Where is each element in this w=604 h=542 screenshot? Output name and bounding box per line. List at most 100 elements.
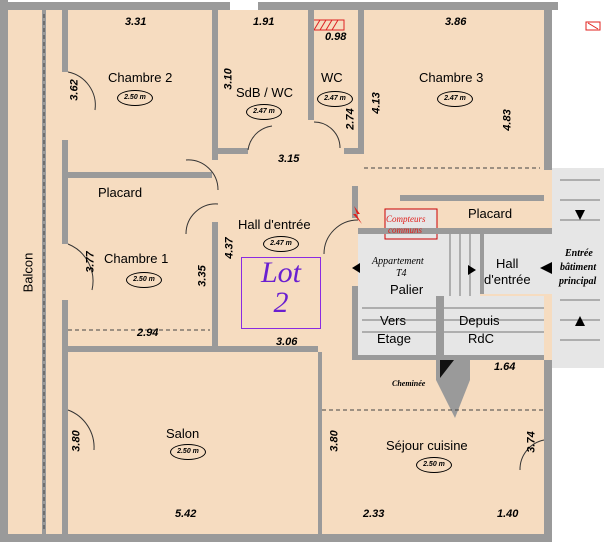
wall: [258, 2, 558, 10]
door-chambre1: [185, 203, 219, 235]
dim-380a: 3.80: [70, 430, 83, 452]
wall: [62, 10, 68, 72]
wall: [0, 0, 8, 542]
main-entrance-area: [552, 168, 604, 368]
ceiling-chambre1: 2.50 m: [126, 272, 162, 288]
door-hall-left: [185, 159, 219, 191]
dim-310: 3.10: [222, 68, 235, 90]
chimney: [436, 360, 470, 418]
dim-386: 3.86: [445, 16, 467, 28]
dim-191: 1.91: [253, 16, 275, 28]
door-sejour: [519, 439, 545, 471]
ceiling-salon: 2.50 m: [170, 444, 206, 460]
dim-542: 5.42: [175, 508, 197, 520]
wall: [436, 296, 444, 356]
room-chambre2: Chambre 2: [108, 70, 173, 85]
door-entry: [323, 219, 359, 255]
ceiling-sdb: 2.47 m: [246, 104, 282, 120]
room-sdb: SdB / WC: [236, 85, 294, 100]
ceiling-sejour: 2.50 m: [416, 457, 452, 473]
wall: [62, 346, 318, 352]
ceiling-hall: 2.47 m: [263, 236, 299, 252]
apt-line1: Appartement: [372, 256, 424, 267]
ceiling-wc: 2.47 m: [317, 91, 353, 107]
stair-treads: [362, 179, 600, 341]
room-wc: WC: [321, 70, 343, 85]
wall: [42, 10, 46, 534]
dim-380b: 3.80: [328, 430, 341, 452]
wall: [0, 534, 552, 542]
room-placard-right: Placard: [468, 206, 513, 221]
room-salon: Salon: [166, 426, 200, 441]
dim-362: 3.62: [68, 79, 81, 101]
lot-line2: 2: [273, 286, 289, 319]
wall: [544, 360, 552, 542]
dim-315: 3.15: [278, 153, 300, 165]
dim-164: 1.64: [494, 361, 516, 373]
wall: [212, 10, 218, 160]
wall: [62, 140, 68, 244]
wall: [358, 10, 364, 154]
wall: [218, 148, 248, 154]
wall: [400, 195, 544, 201]
door-chambre2: [67, 71, 96, 111]
wall: [544, 10, 552, 170]
wall: [344, 148, 364, 154]
corner-mark-slash: [587, 22, 599, 30]
wall: [0, 2, 230, 10]
wall: [62, 172, 212, 178]
lot-label: Lot 2: [241, 257, 321, 329]
doors: [67, 71, 545, 471]
depuis-line2: RdC: [468, 331, 495, 346]
room-sejour: Séjour cuisine: [386, 438, 468, 453]
door-salon: [67, 409, 95, 451]
wall: [444, 355, 544, 360]
wall: [212, 222, 218, 352]
arrow-entry-hall: [352, 263, 360, 273]
ceiling-chambre3: 2.47 m: [437, 91, 473, 107]
entree-line2: bâtiment: [560, 262, 597, 273]
electric-meter-icon: [353, 206, 362, 224]
walls: [0, 0, 558, 542]
arrow-entrance: [540, 262, 552, 274]
dashed-lines: [43, 14, 544, 530]
label-cheminee: Cheminée: [392, 379, 426, 388]
door-balcony: [67, 243, 94, 291]
dim-335: 3.35: [196, 265, 209, 287]
dim-483: 4.83: [501, 109, 514, 131]
lot-line1: Lot: [260, 256, 302, 289]
dim-377: 3.77: [84, 251, 97, 273]
entrance-hall-area: [480, 234, 552, 294]
wall: [308, 10, 314, 120]
chimney-flue: [440, 360, 454, 378]
dim-098: 0.98: [325, 31, 347, 43]
room-balcon: Balcon: [20, 252, 36, 293]
vers-line2: Etage: [377, 331, 411, 346]
room-palier: Palier: [390, 282, 424, 297]
apt-line2: T4: [396, 268, 407, 279]
hall-entree-line2: d'entrée: [484, 272, 531, 287]
door-sdb: [247, 125, 273, 151]
corner-mark-icon: [585, 21, 601, 31]
dim-413: 4.13: [370, 92, 383, 114]
dim-374: 3.74: [525, 431, 538, 453]
room-chambre3: Chambre 3: [419, 70, 484, 85]
dim-306: 3.06: [276, 336, 298, 348]
dim-233: 2.33: [363, 508, 385, 520]
arrow-palier: [468, 265, 476, 275]
entree-line3: principal: [559, 276, 597, 287]
arrow-stair-down: [575, 316, 585, 326]
dim-437: 4.37: [223, 237, 236, 259]
stair-depuis: [444, 296, 544, 358]
hall-entree-line1: Hall: [496, 256, 519, 271]
room-hall: Hall d'entrée: [238, 217, 311, 232]
dim-294: 2.94: [137, 327, 159, 339]
wall: [352, 286, 358, 360]
door-wc: [313, 121, 341, 149]
wall: [358, 355, 444, 360]
vers-line1: Vers: [380, 313, 407, 328]
arrows: [352, 210, 585, 326]
depuis-line1: Depuis: [459, 313, 500, 328]
dim-274: 2.74: [344, 108, 357, 130]
wall: [318, 352, 322, 534]
